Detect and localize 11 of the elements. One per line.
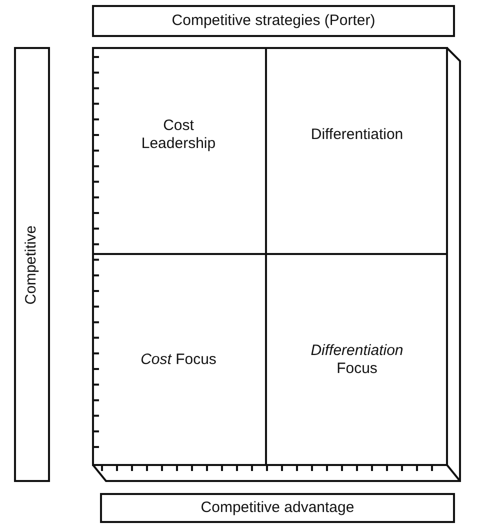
- axis-label: Competitive: [23, 224, 41, 304]
- quadrant-label: Cost Leadership: [140, 117, 217, 153]
- axis-label-box: [100, 493, 455, 523]
- header-title: Competitive strategies (Porter): [172, 12, 376, 30]
- axis-label-box: [14, 47, 50, 482]
- axis-label: Competitive advantage: [200, 499, 354, 517]
- quadrant-cell: [92, 47, 267, 255]
- quadrant-label: Cost Focus: [140, 351, 216, 369]
- header-box: [92, 5, 455, 37]
- quadrant-label: Differentiation Focus: [310, 342, 404, 378]
- quadrant-label: Differentiation: [310, 126, 404, 144]
